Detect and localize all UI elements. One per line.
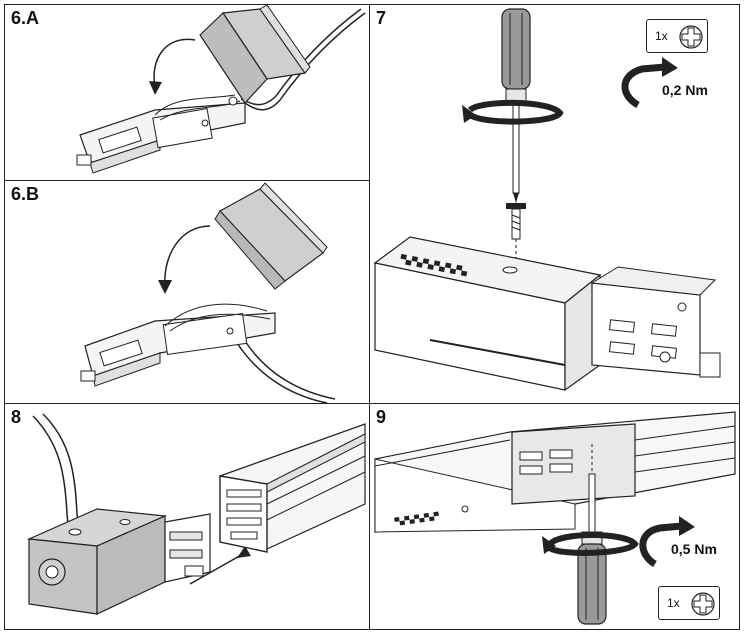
quantity-box-9: 1x xyxy=(658,586,720,620)
quantity-box-7: 1x xyxy=(646,19,708,53)
illustration-9: ▀▄▀▄▀▄▀▄▀ xyxy=(374,411,736,625)
illustration-6b xyxy=(80,182,336,403)
illustration-6a xyxy=(76,5,366,174)
step-label-8: 8 xyxy=(11,407,22,427)
panel-8: 8 xyxy=(4,403,370,630)
step-label-7: 7 xyxy=(376,8,387,28)
step-label-6a: 6.A xyxy=(11,8,40,28)
torque-value-7: 0,2 Nm xyxy=(662,82,708,98)
panel-9: ▀▄▀▄▀▄▀▄▀ 9 0,5 Nm 1x xyxy=(369,403,740,630)
panel-6b: 6.B xyxy=(4,180,370,404)
quantity-label-7: 1x xyxy=(655,29,668,43)
quantity-label-9: 1x xyxy=(667,596,680,610)
illustration-7: ▀▄▀▄▀▄▀▄▀▄▀▄ xyxy=(373,8,721,392)
panel-6a: 6.A xyxy=(4,4,370,181)
illustration-8 xyxy=(26,413,366,615)
phillips-screw-head-icon xyxy=(691,592,715,616)
clockwise-rotation-arrow-icon xyxy=(639,516,695,568)
torque-value-9: 0,5 Nm xyxy=(671,541,717,557)
screwdriver-icon xyxy=(501,8,531,203)
step-label-9: 9 xyxy=(376,407,387,427)
panel-7: ▀▄▀▄▀▄▀▄▀▄▀▄ 7 1x 0,2 N xyxy=(369,4,740,404)
clockwise-rotation-arrow-icon xyxy=(621,57,678,109)
step-label-6b: 6.B xyxy=(11,184,40,204)
phillips-screw-head-icon xyxy=(679,25,703,49)
